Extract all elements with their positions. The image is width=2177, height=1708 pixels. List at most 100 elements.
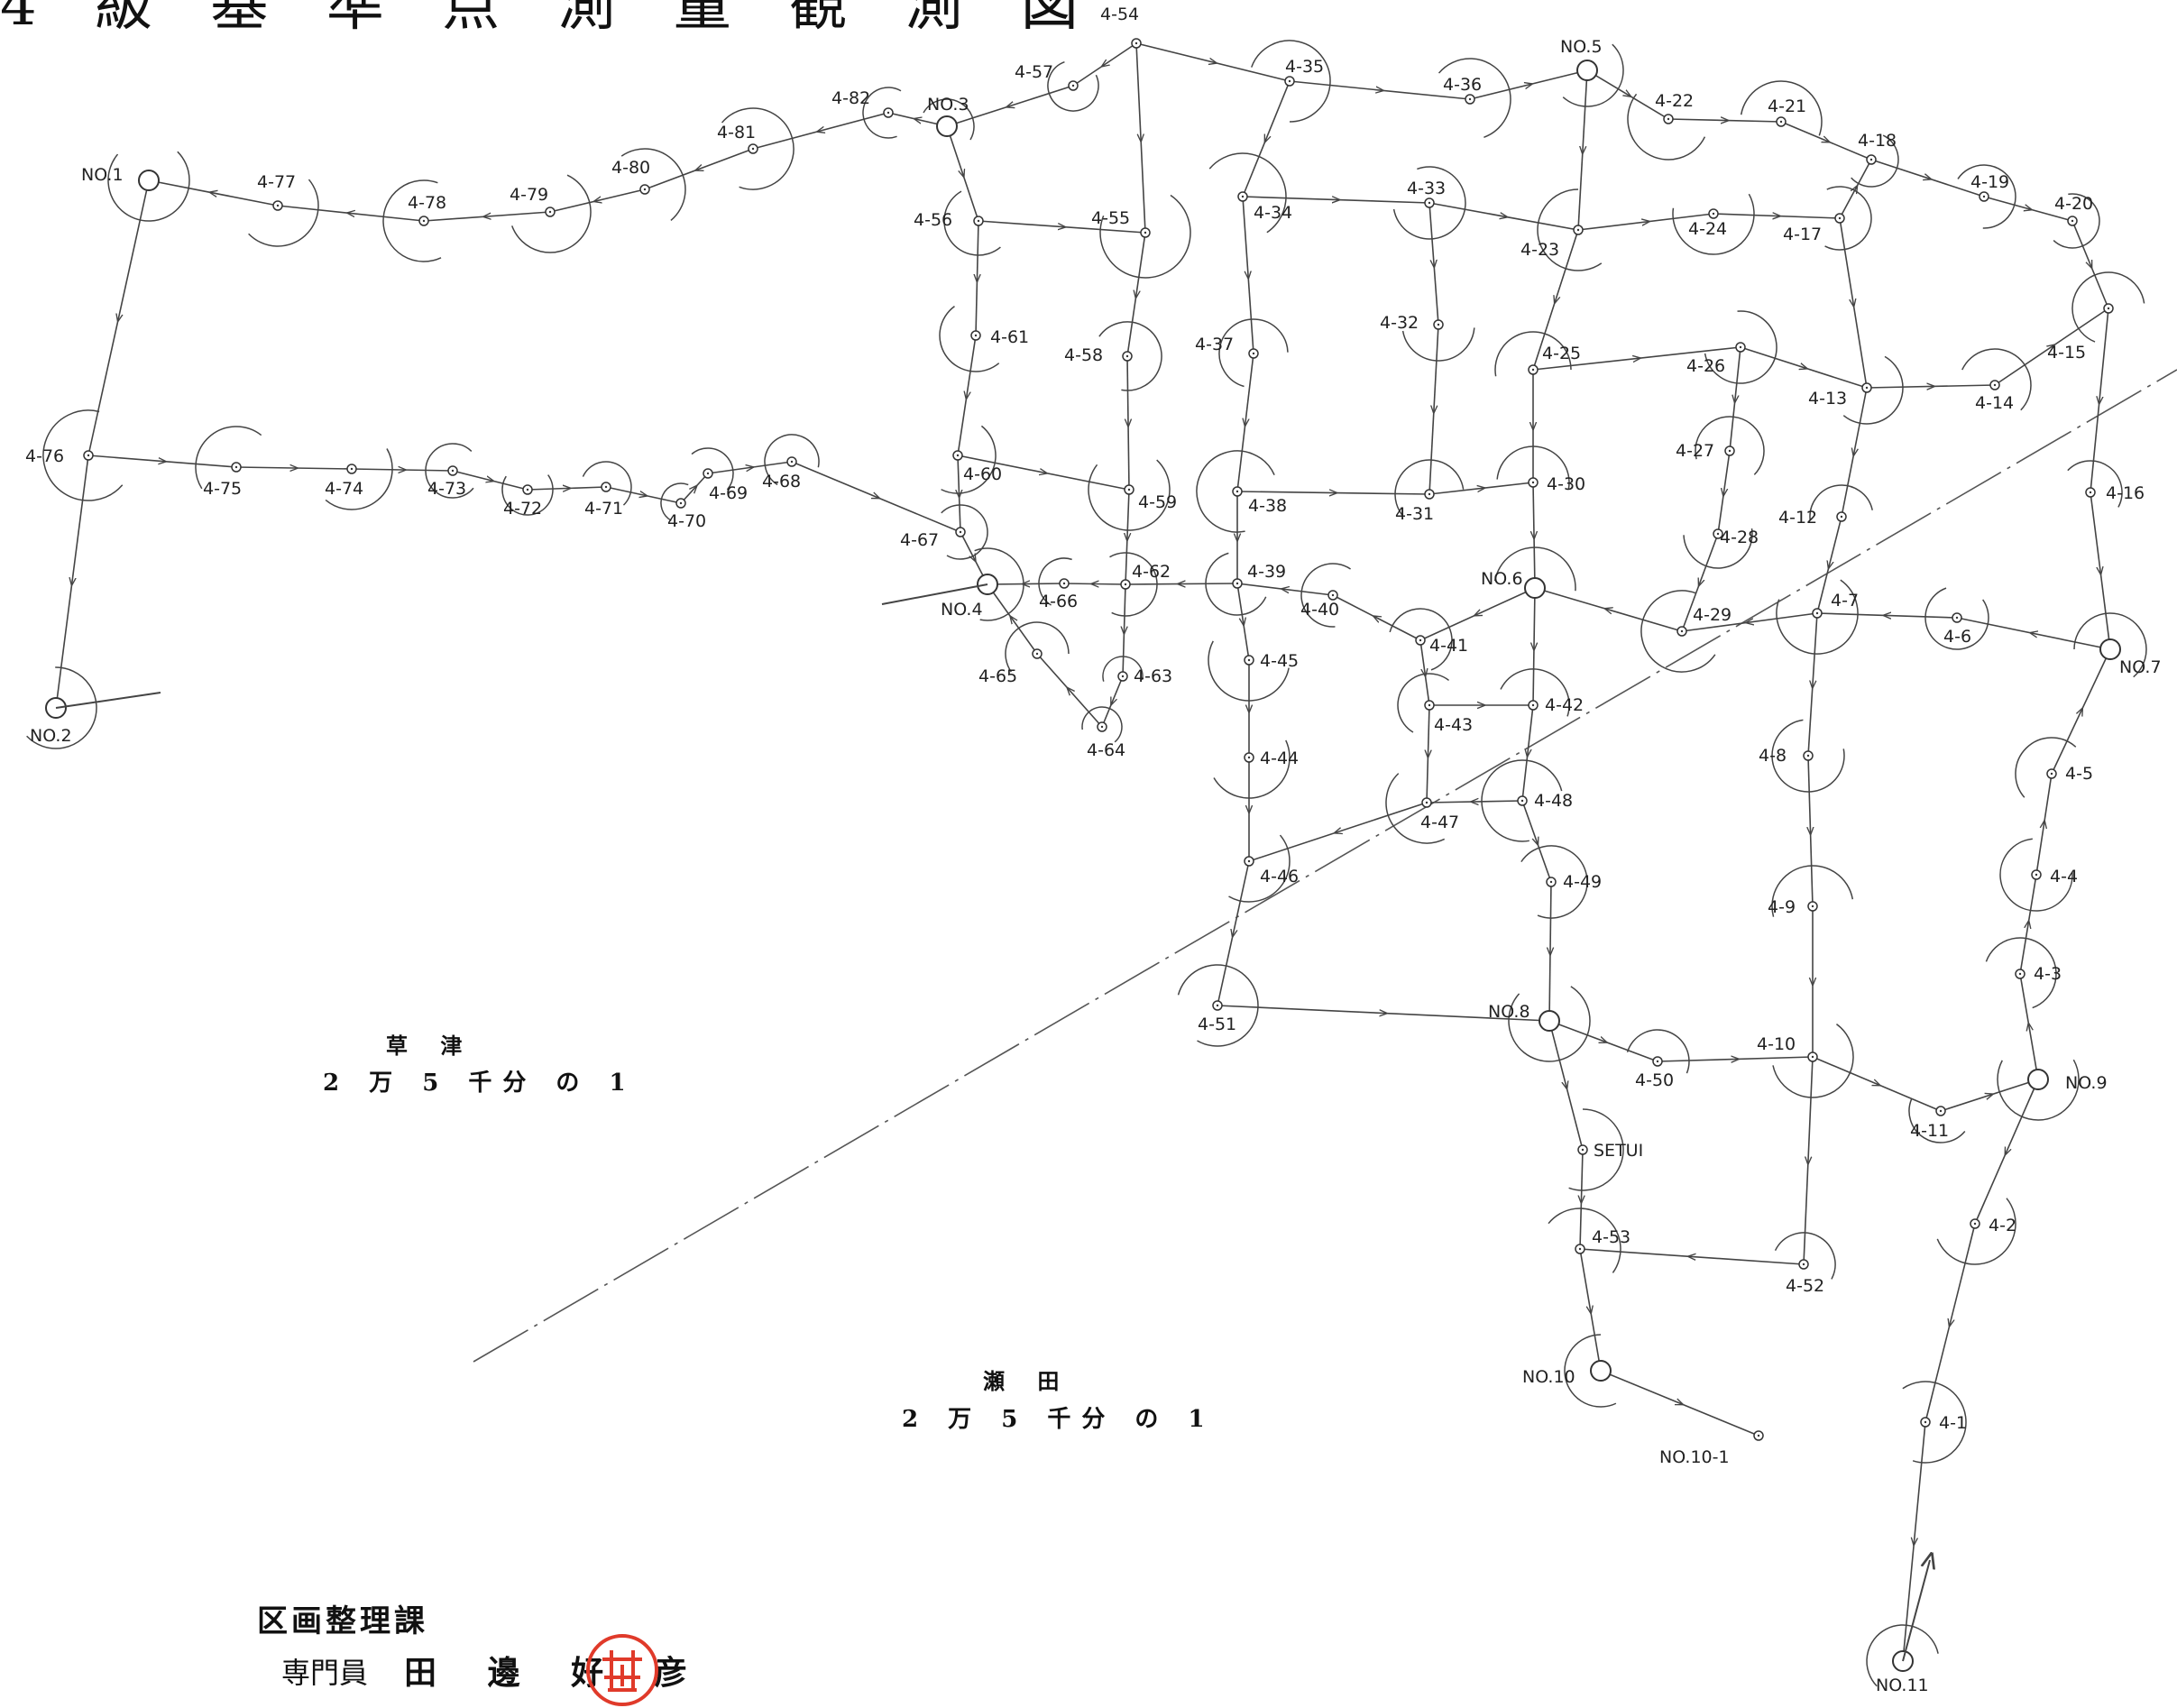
angle-arc xyxy=(923,98,975,141)
survey-point-center xyxy=(1757,1434,1760,1437)
survey-point-center xyxy=(1247,756,1251,759)
angle-arc xyxy=(1771,865,1854,917)
angle-arc xyxy=(511,174,592,253)
survey-point-center xyxy=(643,188,647,191)
traverse-arrow xyxy=(1377,618,1421,640)
traverse-arrow xyxy=(1245,354,1254,423)
angle-arc xyxy=(1640,590,1716,673)
traverse-arrow xyxy=(1995,347,2052,386)
survey-point-center xyxy=(1549,880,1553,884)
point-label-no-4: NO.4 xyxy=(941,600,983,620)
control-point-marker xyxy=(138,170,160,191)
traverse-arrow xyxy=(1580,1249,1591,1310)
angle-arc xyxy=(1548,1208,1621,1273)
angle-arc xyxy=(425,443,474,499)
point-label-4-69: 4-69 xyxy=(709,483,748,503)
point-label-4-65: 4-65 xyxy=(978,666,1017,686)
angle-arc xyxy=(1999,838,2073,912)
traverse-arrow xyxy=(598,189,646,201)
angle-arc xyxy=(1695,416,1765,475)
point-label-no-7: NO.7 xyxy=(2119,657,2162,677)
survey-point-center xyxy=(1728,449,1731,453)
point-label-4-78: 4-78 xyxy=(408,193,446,213)
traverse-arrow xyxy=(1808,756,1811,831)
point-label-4-57: 4-57 xyxy=(1015,62,1053,82)
angle-arc xyxy=(1213,739,1291,799)
point-label-4-44: 4-44 xyxy=(1260,748,1299,768)
angle-arc xyxy=(1038,557,1072,606)
traverse-arrow xyxy=(1854,388,1867,453)
survey-point-center xyxy=(2018,972,2022,976)
survey-point-center xyxy=(350,467,354,471)
angle-arc xyxy=(1481,759,1563,842)
survey-point-center xyxy=(1428,703,1431,707)
point-label-4-81: 4-81 xyxy=(717,123,756,142)
survey-point-center xyxy=(1939,1109,1943,1113)
survey-point-center xyxy=(1869,158,1873,161)
control-point-marker xyxy=(2099,638,2121,660)
angle-arc xyxy=(943,190,1001,256)
traverse-arrow xyxy=(2007,1079,2038,1152)
survey-point-center xyxy=(1241,195,1245,198)
survey-point-center xyxy=(2035,873,2038,877)
point-label-4-64: 4-64 xyxy=(1087,740,1125,760)
angle-arc xyxy=(1397,673,1450,733)
point-label-4-74: 4-74 xyxy=(325,479,363,499)
point-label-4-4: 4-4 xyxy=(2050,867,2078,886)
traverse-arrow xyxy=(1243,197,1337,200)
survey-point-center xyxy=(1035,652,1039,656)
point-label-4-37: 4-37 xyxy=(1195,335,1234,354)
angle-arc xyxy=(1496,445,1570,490)
point-label-4-9: 4-9 xyxy=(1768,897,1796,917)
angle-arc xyxy=(2073,612,2147,678)
point-label-4-50: 4-50 xyxy=(1635,1070,1674,1090)
angle-arc xyxy=(382,179,442,262)
survey-point-center xyxy=(1100,725,1104,729)
angle-arc xyxy=(1985,937,2057,1009)
point-label-4-70: 4-70 xyxy=(667,511,706,531)
traverse-arrow xyxy=(821,113,888,131)
survey-point-center xyxy=(1531,481,1535,484)
point-label-no-2: NO.2 xyxy=(30,726,72,746)
point-label-4-72: 4-72 xyxy=(503,499,542,519)
point-label-4-45: 4-45 xyxy=(1260,651,1299,671)
traverse-arrow xyxy=(214,193,279,206)
point-label-no-9: NO.9 xyxy=(2065,1073,2108,1093)
traverse-arrow xyxy=(1429,203,1434,264)
point-label-4-75: 4-75 xyxy=(203,479,242,499)
traverse-arrow xyxy=(1583,70,1587,151)
angle-arc xyxy=(1218,318,1289,388)
point-label-no-10-1: NO.10-1 xyxy=(1659,1447,1730,1467)
traverse-lines xyxy=(55,42,2111,1662)
angle-arc xyxy=(1208,152,1287,234)
survey-point-center xyxy=(1993,383,1997,387)
survey-point-center xyxy=(1247,658,1251,662)
traverse-arrow xyxy=(1724,451,1731,492)
survey-point-center xyxy=(451,469,455,473)
traverse-arrow xyxy=(1026,583,1065,584)
angle-arc xyxy=(1005,621,1070,673)
traverse-arrow xyxy=(1243,197,1248,275)
angle-arc xyxy=(1568,1108,1624,1191)
traverse-arrow xyxy=(1984,197,2028,209)
point-label-4-58: 4-58 xyxy=(1064,345,1103,365)
point-label-4-60: 4-60 xyxy=(963,464,1002,484)
point-label-4-38: 4-38 xyxy=(1248,496,1287,516)
traverse-arrow xyxy=(72,455,88,582)
angle-arc xyxy=(1251,40,1331,123)
traverse-arrow xyxy=(1830,517,1842,565)
point-label-4-77: 4-77 xyxy=(257,172,296,192)
point-label-4-82: 4-82 xyxy=(831,88,870,108)
traverse-arrow xyxy=(1735,347,1741,399)
traverse-arrow xyxy=(1951,1224,1976,1323)
angle-arc xyxy=(1520,845,1588,919)
point-label-no-3: NO.3 xyxy=(927,95,969,115)
area-scale-seta: 2 万 5 千分 の 1 xyxy=(902,1406,1216,1433)
survey-point-center xyxy=(1071,84,1075,87)
survey-points xyxy=(45,38,2121,1672)
angle-arc xyxy=(1924,587,1989,650)
personal-seal-stamp xyxy=(586,1634,658,1706)
point-label-4-21: 4-21 xyxy=(1768,96,1806,116)
survey-point-center xyxy=(1581,1148,1585,1152)
